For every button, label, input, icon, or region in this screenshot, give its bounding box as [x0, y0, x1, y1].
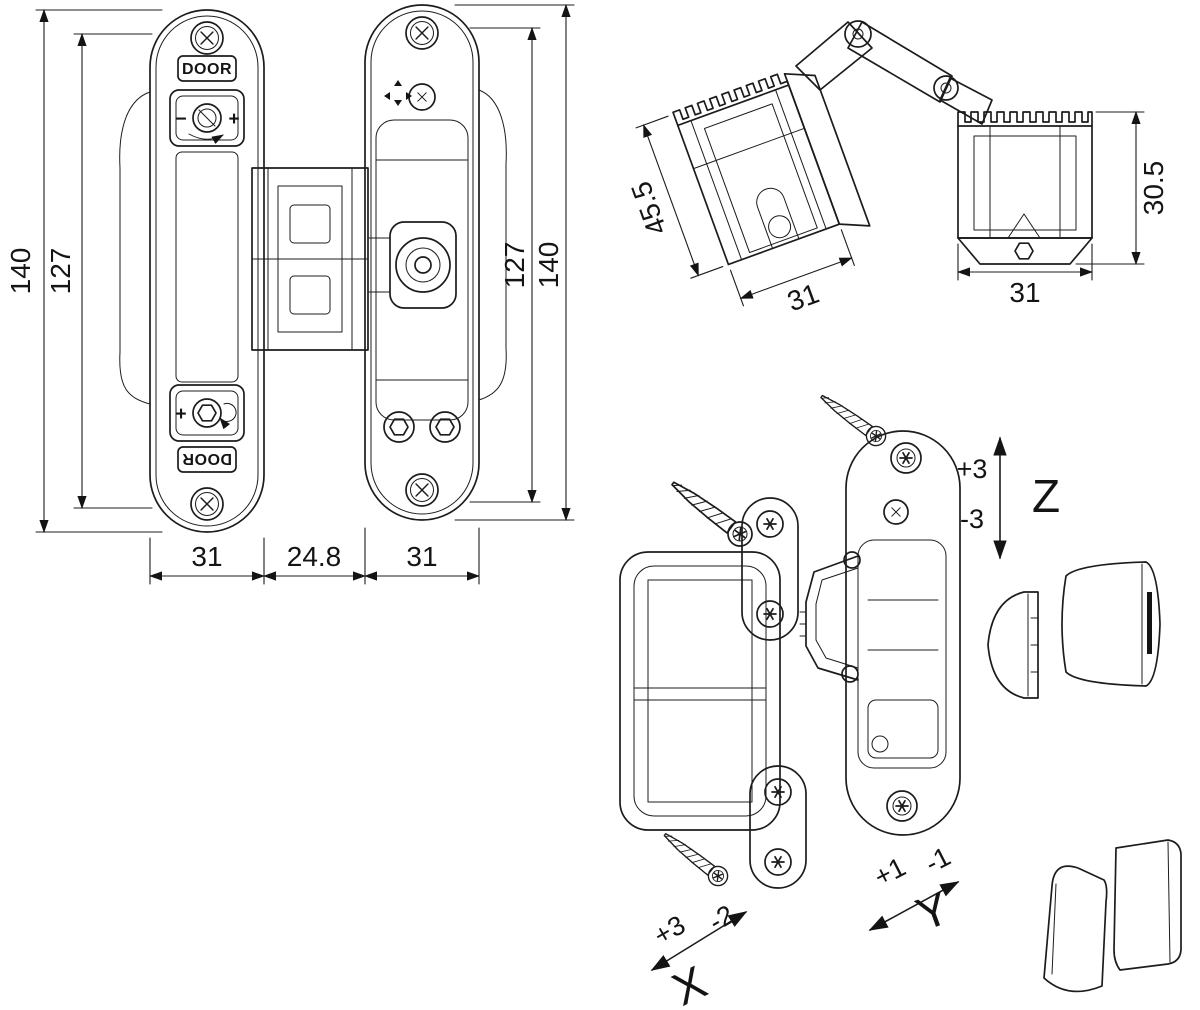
dim-iso-right-width: 31 [956, 243, 1094, 308]
axis-z-negative: -3 [960, 504, 984, 534]
left-leaf-inner-outline [155, 15, 259, 527]
cover-cap-side [987, 591, 1039, 699]
block-front-face [676, 84, 841, 266]
axis-x-label: X [664, 955, 714, 1010]
screw-icon [666, 474, 757, 551]
plus-sign: + [228, 109, 239, 130]
cup-slot [756, 187, 800, 249]
iso-arm [795, 20, 993, 125]
adjuster-bottom: + [169, 384, 245, 442]
minus-sign: − [175, 109, 186, 130]
right-leaf-inner-outline [370, 10, 474, 515]
block-front-face [957, 125, 1093, 239]
axis-y-negative: -1 [920, 841, 955, 879]
exploded-view: +3 -3 Z +1 -1 Y +3 -2 X [619, 389, 1182, 1010]
axis-z: +3 -3 Z [957, 436, 1060, 560]
rotate-arrow-icon [219, 402, 237, 430]
axis-z-positive: +3 [957, 454, 988, 484]
dim-front-widths: 31 24.8 31 [148, 527, 481, 585]
screw-icon [816, 389, 889, 450]
dim-label-24-8: 24.8 [287, 541, 342, 572]
dim-label-30-5: 30.5 [1138, 161, 1169, 216]
right-leaf-plate [375, 119, 469, 421]
screw-hole-bottom-icon [190, 487, 224, 521]
hook-bracket [805, 555, 859, 681]
door-label-bottom: DOOR [177, 446, 237, 473]
center-linkage [251, 167, 369, 351]
dim-iso-left-width: 31 [729, 229, 855, 318]
dim-label-31-right: 31 [406, 541, 437, 572]
cup-hole [768, 215, 792, 239]
hinge-cup [619, 551, 781, 831]
dim-front-outer-left: 140 [5, 8, 163, 534]
front-view: 140 127 DOOR [5, 3, 575, 585]
mounting-plate-bottom [749, 765, 807, 889]
block-bottom-face [957, 237, 1093, 265]
door-label-top: DOOR [177, 55, 237, 82]
axis-y-label: Y [909, 881, 956, 940]
iso-right-block: 30.5 31 [956, 110, 1169, 308]
plus-sign: + [175, 404, 186, 425]
dim-iso-right-height: 30.5 [1075, 110, 1169, 266]
mounting-plate-top [741, 497, 799, 641]
dim-label-140-left: 140 [5, 248, 36, 295]
right-leaf-outline [364, 4, 480, 521]
dim-label-140-right: 140 [533, 242, 564, 289]
screw-hole-top-icon [405, 16, 439, 50]
dim-label-127-right: 127 [499, 242, 530, 289]
cover-cap-front [1061, 561, 1161, 687]
screw-hole-top-icon [190, 21, 224, 55]
adjust-arrows-icon [384, 80, 436, 111]
screw-hole-bottom-icon [405, 473, 439, 507]
brand-mark [1147, 592, 1152, 654]
dim-label-31-left: 31 [191, 541, 222, 572]
axis-x: +3 -2 X [649, 899, 748, 1010]
svg-text:DOOR: DOOR [182, 450, 232, 467]
svg-text:DOOR: DOOR [182, 61, 232, 78]
axis-y: +1 -1 Y [868, 841, 960, 941]
left-leaf-outline [149, 9, 265, 533]
teeth-row [957, 111, 1093, 127]
pivot-assembly [367, 221, 457, 309]
iso-left-block: 45.5 31 [625, 72, 871, 318]
adjuster-top: − + [169, 89, 245, 147]
teeth-row [672, 73, 790, 127]
axis-y-positive: +1 [869, 852, 910, 893]
cover-cap-bottom-left [1043, 865, 1108, 993]
dim-front-outer-right: 140 [454, 3, 575, 522]
frame-half [799, 430, 961, 836]
left-leaf-pocket [175, 151, 239, 383]
dim-front-inner-left: 127 [45, 32, 153, 510]
dim-label-31-iso-right: 31 [1009, 277, 1040, 308]
rotate-arrow-icon [188, 133, 224, 145]
cover-cap-bottom-right [1113, 839, 1182, 971]
axis-z-label: Z [1032, 470, 1060, 522]
hex-screws-bottom [383, 411, 461, 443]
axis-x-negative: -2 [704, 899, 740, 937]
left-hinge-leaf: DOOR − + + [119, 9, 265, 533]
dim-label-31-iso-left: 31 [783, 278, 823, 318]
right-hinge-leaf [364, 4, 507, 521]
axis-x-positive: +3 [649, 910, 691, 951]
dim-front-inner-right: 127 [469, 26, 541, 504]
iso-view: 45.5 31 [625, 20, 1169, 318]
right-leaf-wing [478, 89, 507, 401]
left-leaf-wing [119, 91, 151, 405]
screw-icon [659, 827, 731, 889]
dim-label-127-left: 127 [45, 248, 76, 295]
